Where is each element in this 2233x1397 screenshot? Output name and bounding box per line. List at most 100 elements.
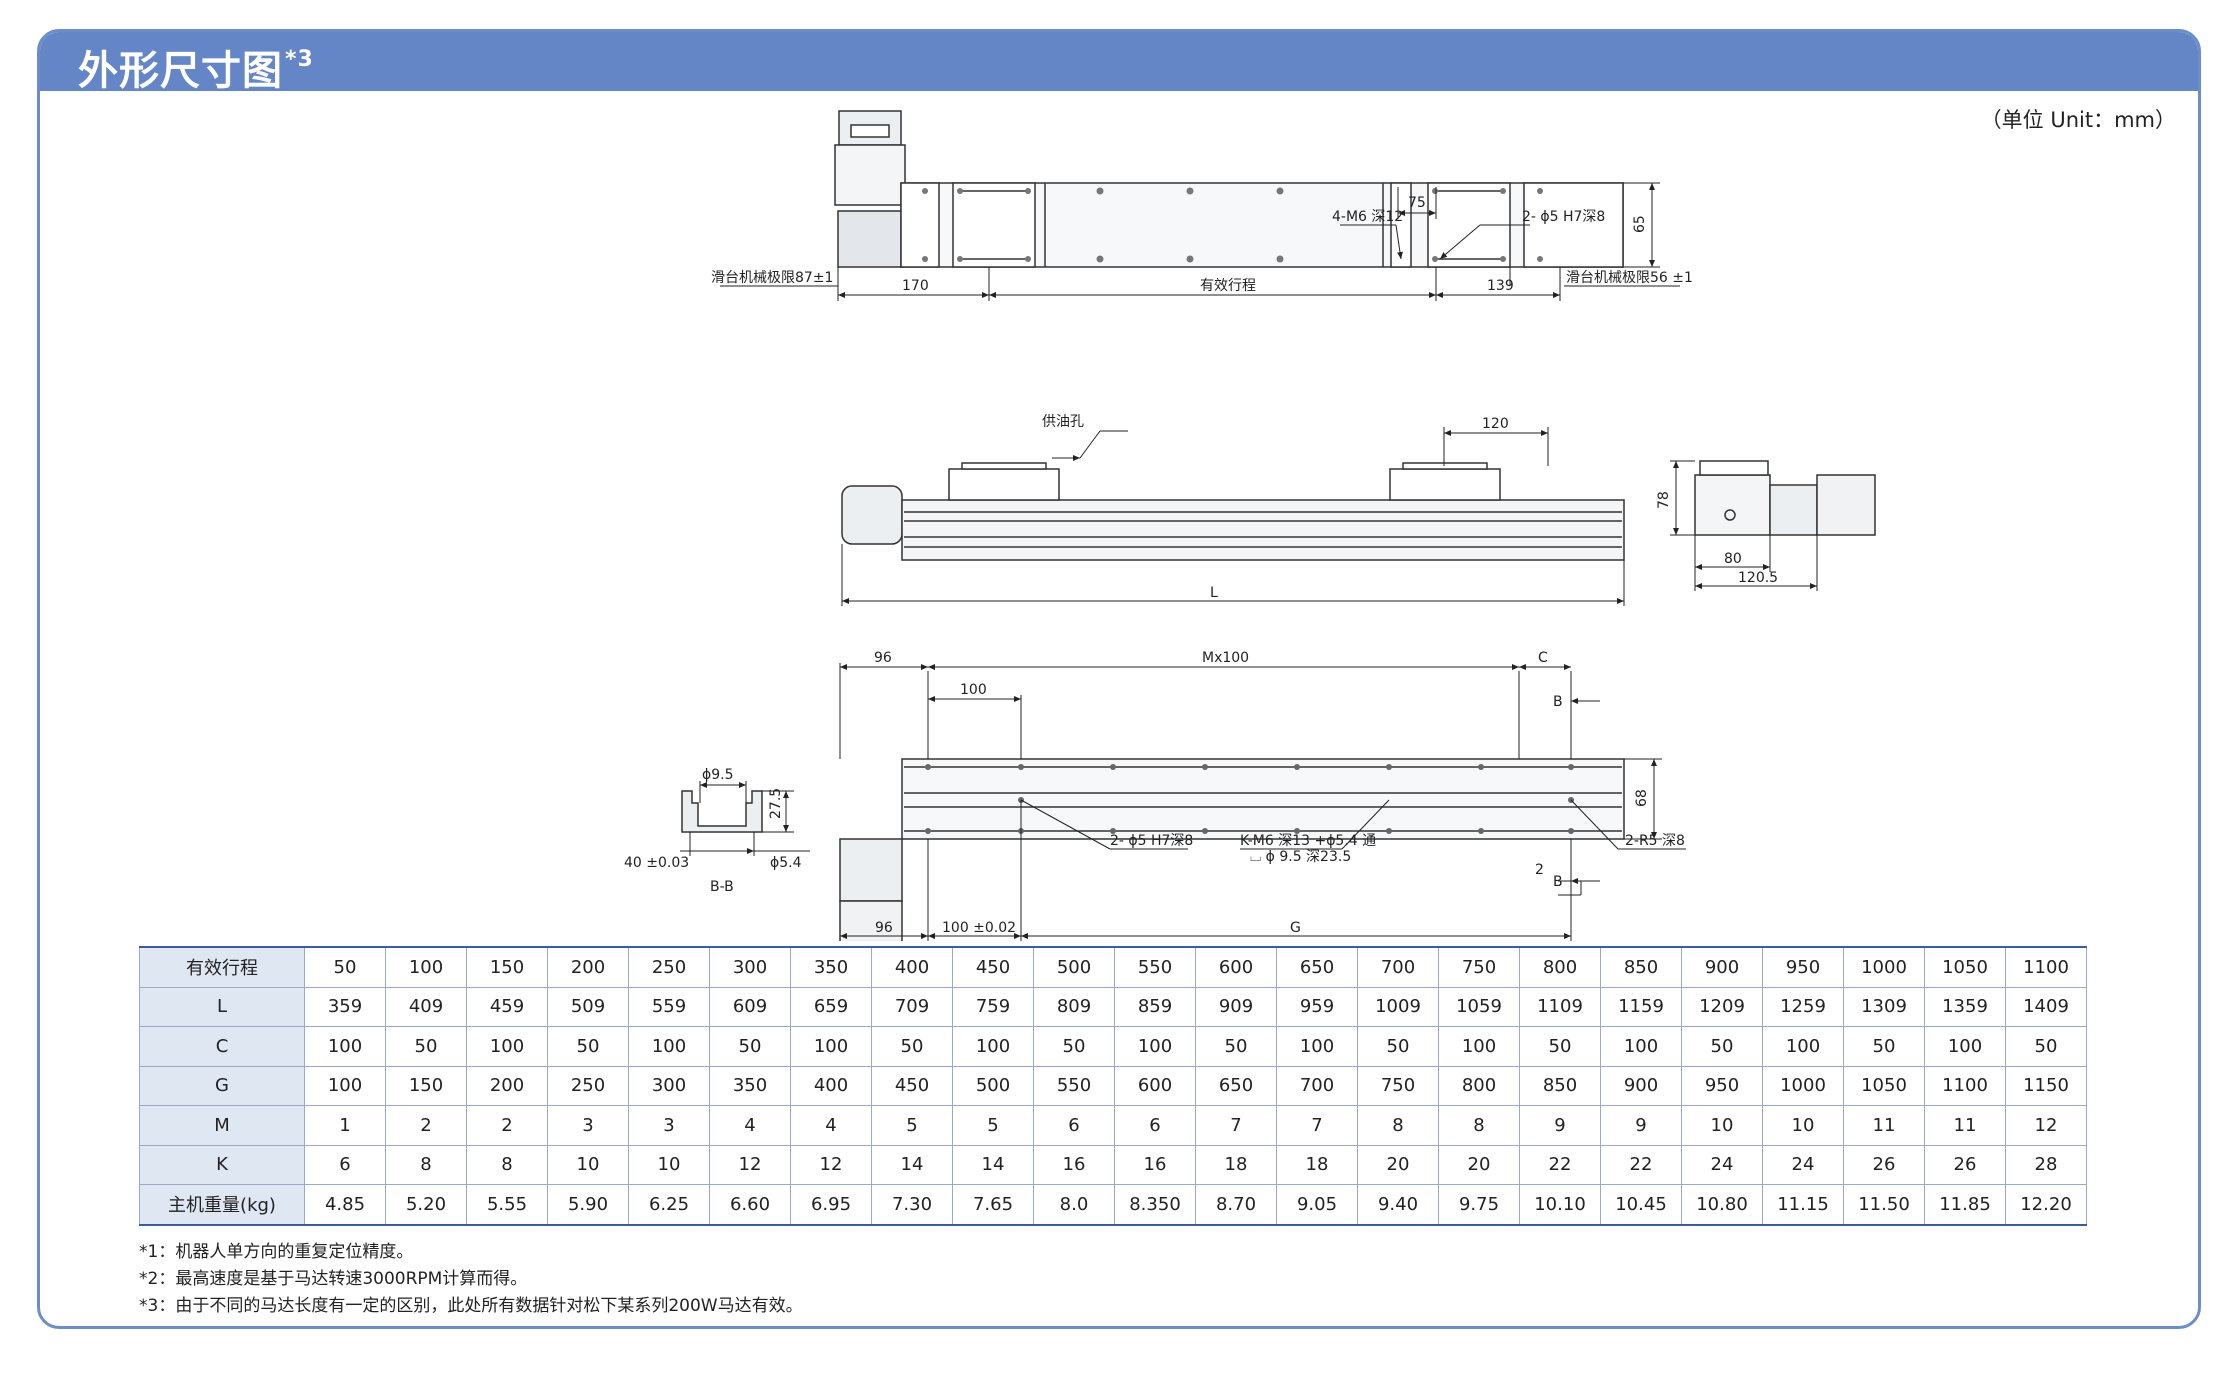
table-cell: 1 (304, 1105, 386, 1146)
label-k-m6: K-M6 深13 +ϕ5.4 通 (1240, 833, 1376, 849)
table-cell: 950 (1762, 946, 1844, 988)
table-cell: 4 (709, 1105, 791, 1146)
table-cell: 909 (1195, 986, 1277, 1027)
table-cell: 6 (1033, 1105, 1115, 1146)
table-cell: 150 (385, 1065, 467, 1106)
table-cell: 26 (1924, 1144, 2006, 1185)
table-cell: 1100 (1924, 1065, 2006, 1106)
bottom-view (839, 758, 1625, 941)
table-cell: 11.85 (1924, 1184, 2006, 1226)
top-holes (922, 187, 1543, 263)
table-cell: 600 (1195, 946, 1277, 988)
section-title: 外形尺寸图*3 (78, 46, 314, 94)
table-cell: 200 (466, 1065, 548, 1106)
table-cell: 9.75 (1438, 1184, 1520, 1226)
label-C: C (1538, 650, 1548, 666)
label-170: 170 (902, 278, 929, 294)
table-cell: 900 (1681, 946, 1763, 988)
label-2: 2 (1535, 862, 1544, 878)
table-cell: 2 (466, 1105, 548, 1146)
side-view (1694, 460, 1876, 536)
table-cell: 850 (1519, 1065, 1601, 1106)
dimension-panel: 外形尺寸图*3 （单位 Unit：mm） (37, 29, 2201, 1329)
table-cell: 359 (304, 986, 386, 1027)
table-cell: 6 (1114, 1105, 1196, 1146)
table-cell: 1150 (2005, 1065, 2087, 1106)
row-header: 有效行程 (139, 946, 305, 988)
label-120: 120 (1482, 416, 1509, 432)
drawing-labels: 4-M6 深12 75 2- ϕ5 H7深8 65 滑台机械极限87±1 滑台机… (624, 195, 1778, 936)
table-cell: 50 (709, 1026, 791, 1067)
table-cell: 100 (1276, 1026, 1358, 1067)
table-cell: 50 (1843, 1026, 1925, 1067)
table-cell: 450 (952, 946, 1034, 988)
label-120-5: 120.5 (1738, 570, 1778, 586)
footnote-2: *2：最高速度是基于马达转速3000RPM计算而得。 (139, 1269, 528, 1289)
table-cell: 7 (1276, 1105, 1358, 1146)
footnote-1: *1：机器人单方向的重复定位精度。 (139, 1242, 414, 1262)
table-cell: 10.45 (1600, 1184, 1682, 1226)
table-cell: 5.20 (385, 1184, 467, 1226)
table-cell: 22 (1519, 1144, 1601, 1185)
table-cell: 1050 (1924, 946, 2006, 988)
label-mx100: Mx100 (1202, 650, 1249, 666)
table-cell: 150 (466, 946, 548, 988)
row-header: G (139, 1065, 305, 1106)
label-68: 68 (1634, 789, 1650, 807)
table-cell: 809 (1033, 986, 1115, 1027)
table-cell: 5.90 (547, 1184, 629, 1226)
table-cell: 50 (871, 1026, 953, 1067)
table-cell: 12 (2005, 1105, 2087, 1146)
table-cell: 20 (1357, 1144, 1439, 1185)
label-bb-40: 40 ±0.03 (624, 855, 689, 871)
table-cell: 50 (1195, 1026, 1277, 1067)
table-cell: 1059 (1438, 986, 1520, 1027)
table-cell: 12.20 (2005, 1184, 2087, 1226)
table-cell: 500 (952, 1065, 1034, 1106)
table-cell: 900 (1600, 1065, 1682, 1106)
table-cell: 550 (1033, 1065, 1115, 1106)
table-cell: 5.55 (466, 1184, 548, 1226)
table-cell: 100 (466, 1026, 548, 1067)
table-cell: 8 (385, 1144, 467, 1185)
table-cell: 20 (1438, 1144, 1520, 1185)
table-cell: 24 (1762, 1144, 1844, 1185)
table-cell: 1050 (1843, 1065, 1925, 1106)
row-header: 主机重量(kg) (139, 1184, 305, 1226)
table-cell: 509 (547, 986, 629, 1027)
table-cell: 609 (709, 986, 791, 1027)
table-cell: 1409 (2005, 986, 2087, 1027)
section-header: 外形尺寸图*3 (40, 32, 2198, 94)
label-78: 78 (1656, 491, 1672, 509)
table-cell: 8.0 (1033, 1184, 1115, 1226)
table-cell: 6.25 (628, 1184, 710, 1226)
label-75: 75 (1408, 195, 1426, 211)
table-cell: 8 (1438, 1105, 1520, 1146)
table-cell: 2 (385, 1105, 467, 1146)
row-header: K (139, 1144, 305, 1185)
table-cell: 250 (547, 1065, 629, 1106)
table-cell: 18 (1195, 1144, 1277, 1185)
table-cell: 12 (709, 1144, 791, 1185)
table-cell: 1109 (1519, 986, 1601, 1027)
table-cell: 650 (1276, 946, 1358, 988)
table-cell: 6.60 (709, 1184, 791, 1226)
table-cell: 600 (1114, 1065, 1196, 1106)
table-cell: 7.65 (952, 1184, 1034, 1226)
title-footnote-mark: *3 (285, 46, 314, 72)
table-cell: 10 (547, 1144, 629, 1185)
table-cell: 50 (1519, 1026, 1601, 1067)
table-cell: 3 (547, 1105, 629, 1146)
row-header: M (139, 1105, 305, 1146)
table-cell: 550 (1114, 946, 1196, 988)
table-cell: 5 (952, 1105, 1034, 1146)
table-cell: 1309 (1843, 986, 1925, 1027)
table-cell: 800 (1519, 946, 1601, 988)
table-cell: 1359 (1924, 986, 2006, 1027)
table-cell: 24 (1681, 1144, 1763, 1185)
table-cell: 12 (790, 1144, 872, 1185)
table-cell: 450 (871, 1065, 953, 1106)
